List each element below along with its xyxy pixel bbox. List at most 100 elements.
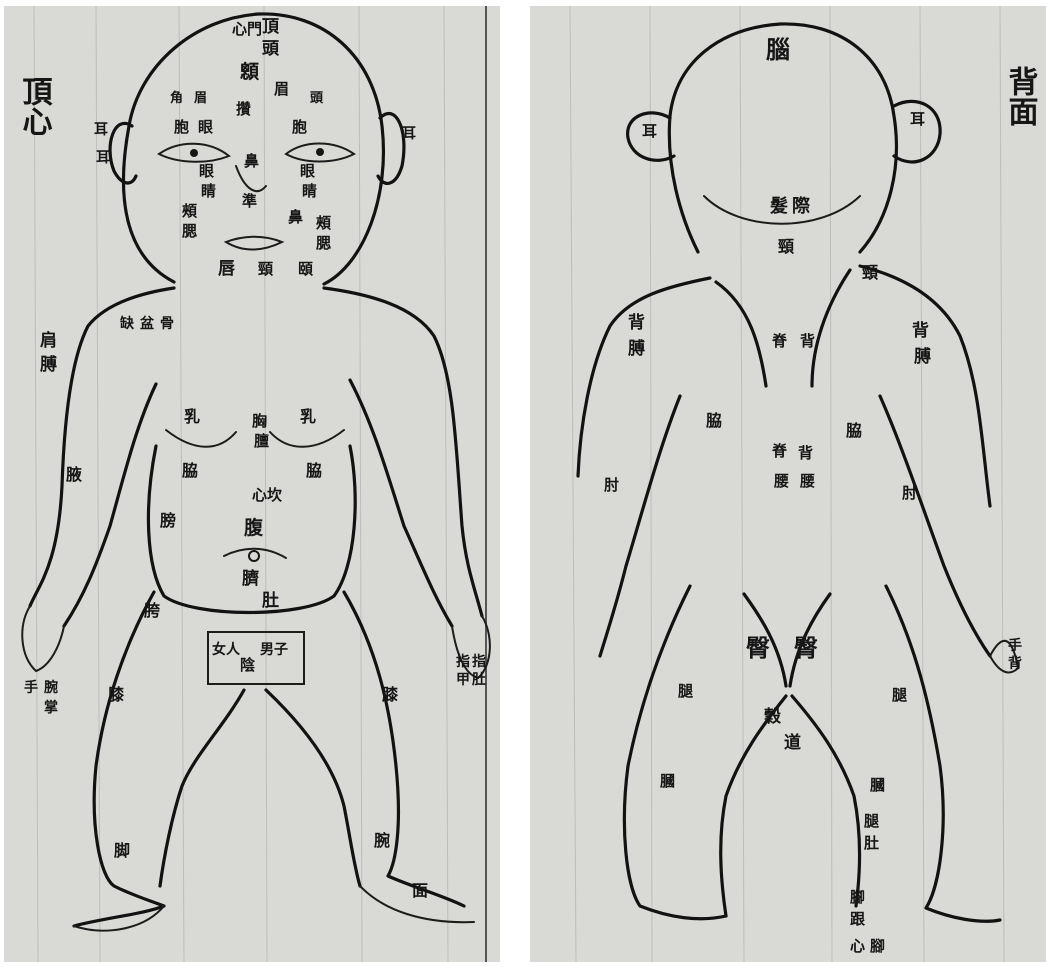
label: 腕	[44, 679, 58, 696]
label: 際	[792, 195, 811, 217]
label: 頸	[778, 237, 795, 256]
label: 耳	[910, 110, 925, 128]
label: 盆	[139, 315, 155, 332]
label: 肚	[472, 672, 486, 688]
front-figure-drawing: 頂心 心門 頂 頭 顖 眉 攢 角 眉 頭 胞 眼 眼 睛 眼 睛 胞 鼻 準	[4, 6, 500, 962]
label: 背	[628, 312, 645, 333]
front-left-arm	[64, 384, 156, 626]
label: 脇	[182, 461, 198, 480]
label: 心坎	[252, 486, 282, 504]
label: 背	[798, 444, 813, 462]
label: 肩	[40, 330, 57, 351]
label: 穀	[764, 707, 782, 727]
label: 膻	[254, 432, 269, 450]
label: 膊	[628, 338, 645, 359]
label: 掌	[44, 699, 58, 716]
back-right-leg-inner	[792, 696, 860, 906]
label: 胞	[173, 118, 189, 136]
crotch-box	[208, 632, 304, 684]
label: 骨	[160, 315, 174, 332]
front-left-leg-inner	[160, 690, 244, 886]
right-pupil	[316, 148, 324, 156]
label: 頰	[316, 214, 332, 232]
label: 胸	[252, 412, 267, 430]
front-margin-text: 頂心	[17, 76, 53, 136]
label: 髮	[770, 195, 788, 217]
label: 頸	[862, 263, 879, 282]
label: 睛	[302, 182, 317, 200]
back-right-arm	[880, 396, 990, 656]
label: 甲	[456, 672, 470, 688]
label: 眼	[198, 118, 213, 136]
label: 腮	[316, 234, 331, 252]
label: 耳	[402, 126, 416, 142]
label: 膝	[108, 685, 125, 704]
back-view-panel: 背面 腦 髮 際 頸 頸 耳 耳 背 膊 背 膊 脊 脊 背 背 腰 腰 脇 脇	[530, 6, 1046, 962]
mouth	[226, 237, 282, 250]
back-left-arm	[600, 396, 680, 656]
front-right-leg-inner	[266, 690, 360, 886]
label: 唇	[218, 259, 236, 279]
label: 眼	[199, 162, 214, 180]
back-left-leg-inner	[721, 696, 786, 916]
back-figure-drawing: 背面 腦 髮 際 頸 頸 耳 耳 背 膊 背 膊 脊 脊 背 背 腰 腰 脇 脇	[530, 6, 1046, 962]
label: 陰	[240, 656, 256, 674]
label: 背	[800, 332, 815, 350]
label: 攢	[236, 100, 251, 118]
front-right-arm	[350, 380, 452, 626]
label: 腹	[243, 516, 264, 539]
label: 膕	[660, 772, 675, 790]
label: 心	[850, 937, 865, 955]
label: 手	[1008, 637, 1022, 654]
label: 肚	[262, 591, 279, 611]
label: 腰	[773, 472, 789, 490]
label: 心門	[232, 20, 262, 38]
label: 眉	[194, 91, 207, 106]
label: 乳	[184, 407, 200, 426]
label: 胯	[144, 601, 160, 620]
label: 腳	[850, 888, 865, 906]
label: 道	[784, 732, 801, 753]
back-shoulders	[578, 266, 990, 506]
label: 膀	[160, 511, 176, 530]
label: 脊	[771, 332, 788, 350]
label: 膊	[914, 346, 931, 367]
front-left-hand	[22, 606, 64, 671]
label: 面	[412, 881, 428, 900]
label: 頰	[182, 202, 198, 220]
label: 臀	[746, 633, 770, 662]
label: 耳	[94, 122, 108, 138]
label: 鼻	[244, 152, 259, 170]
label: 頭	[310, 91, 324, 106]
label: 缺	[120, 315, 135, 332]
label: 肚	[864, 834, 879, 852]
label: 腦	[766, 35, 790, 64]
label: 腿	[678, 682, 693, 700]
label: 脇	[846, 421, 862, 440]
label: 腋	[66, 465, 82, 484]
front-labels: 心門 頂 頭 顖 眉 攢 角 眉 頭 胞 眼 眼 睛 眼 睛 胞 鼻 準 鼻 唇	[24, 17, 486, 900]
label: 頸	[258, 260, 274, 278]
label: 指	[456, 653, 470, 670]
label: 顖	[239, 60, 260, 83]
label: 腕	[374, 831, 390, 850]
label: 脇	[706, 411, 722, 430]
label: 手	[24, 679, 38, 696]
label: 腿	[864, 812, 879, 830]
label: 男子	[260, 642, 288, 658]
label: 肘	[604, 476, 619, 494]
label: 腳	[870, 937, 885, 955]
label: 女人	[212, 641, 241, 658]
label: 乳	[300, 407, 316, 426]
label: 準	[242, 192, 257, 210]
label: 脊	[771, 442, 788, 460]
label: 頂	[262, 17, 280, 37]
label: 肘	[902, 484, 917, 502]
label: 膕	[870, 776, 885, 794]
front-view-panel: 頂心 心門 頂 頭 顖 眉 攢 角 眉 頭 胞 眼 眼 睛 眼 睛 胞 鼻 準	[4, 6, 500, 962]
label: 指	[472, 653, 486, 670]
label: 鼻	[288, 208, 303, 226]
navel-mark	[249, 551, 259, 561]
label: 背	[912, 320, 929, 341]
